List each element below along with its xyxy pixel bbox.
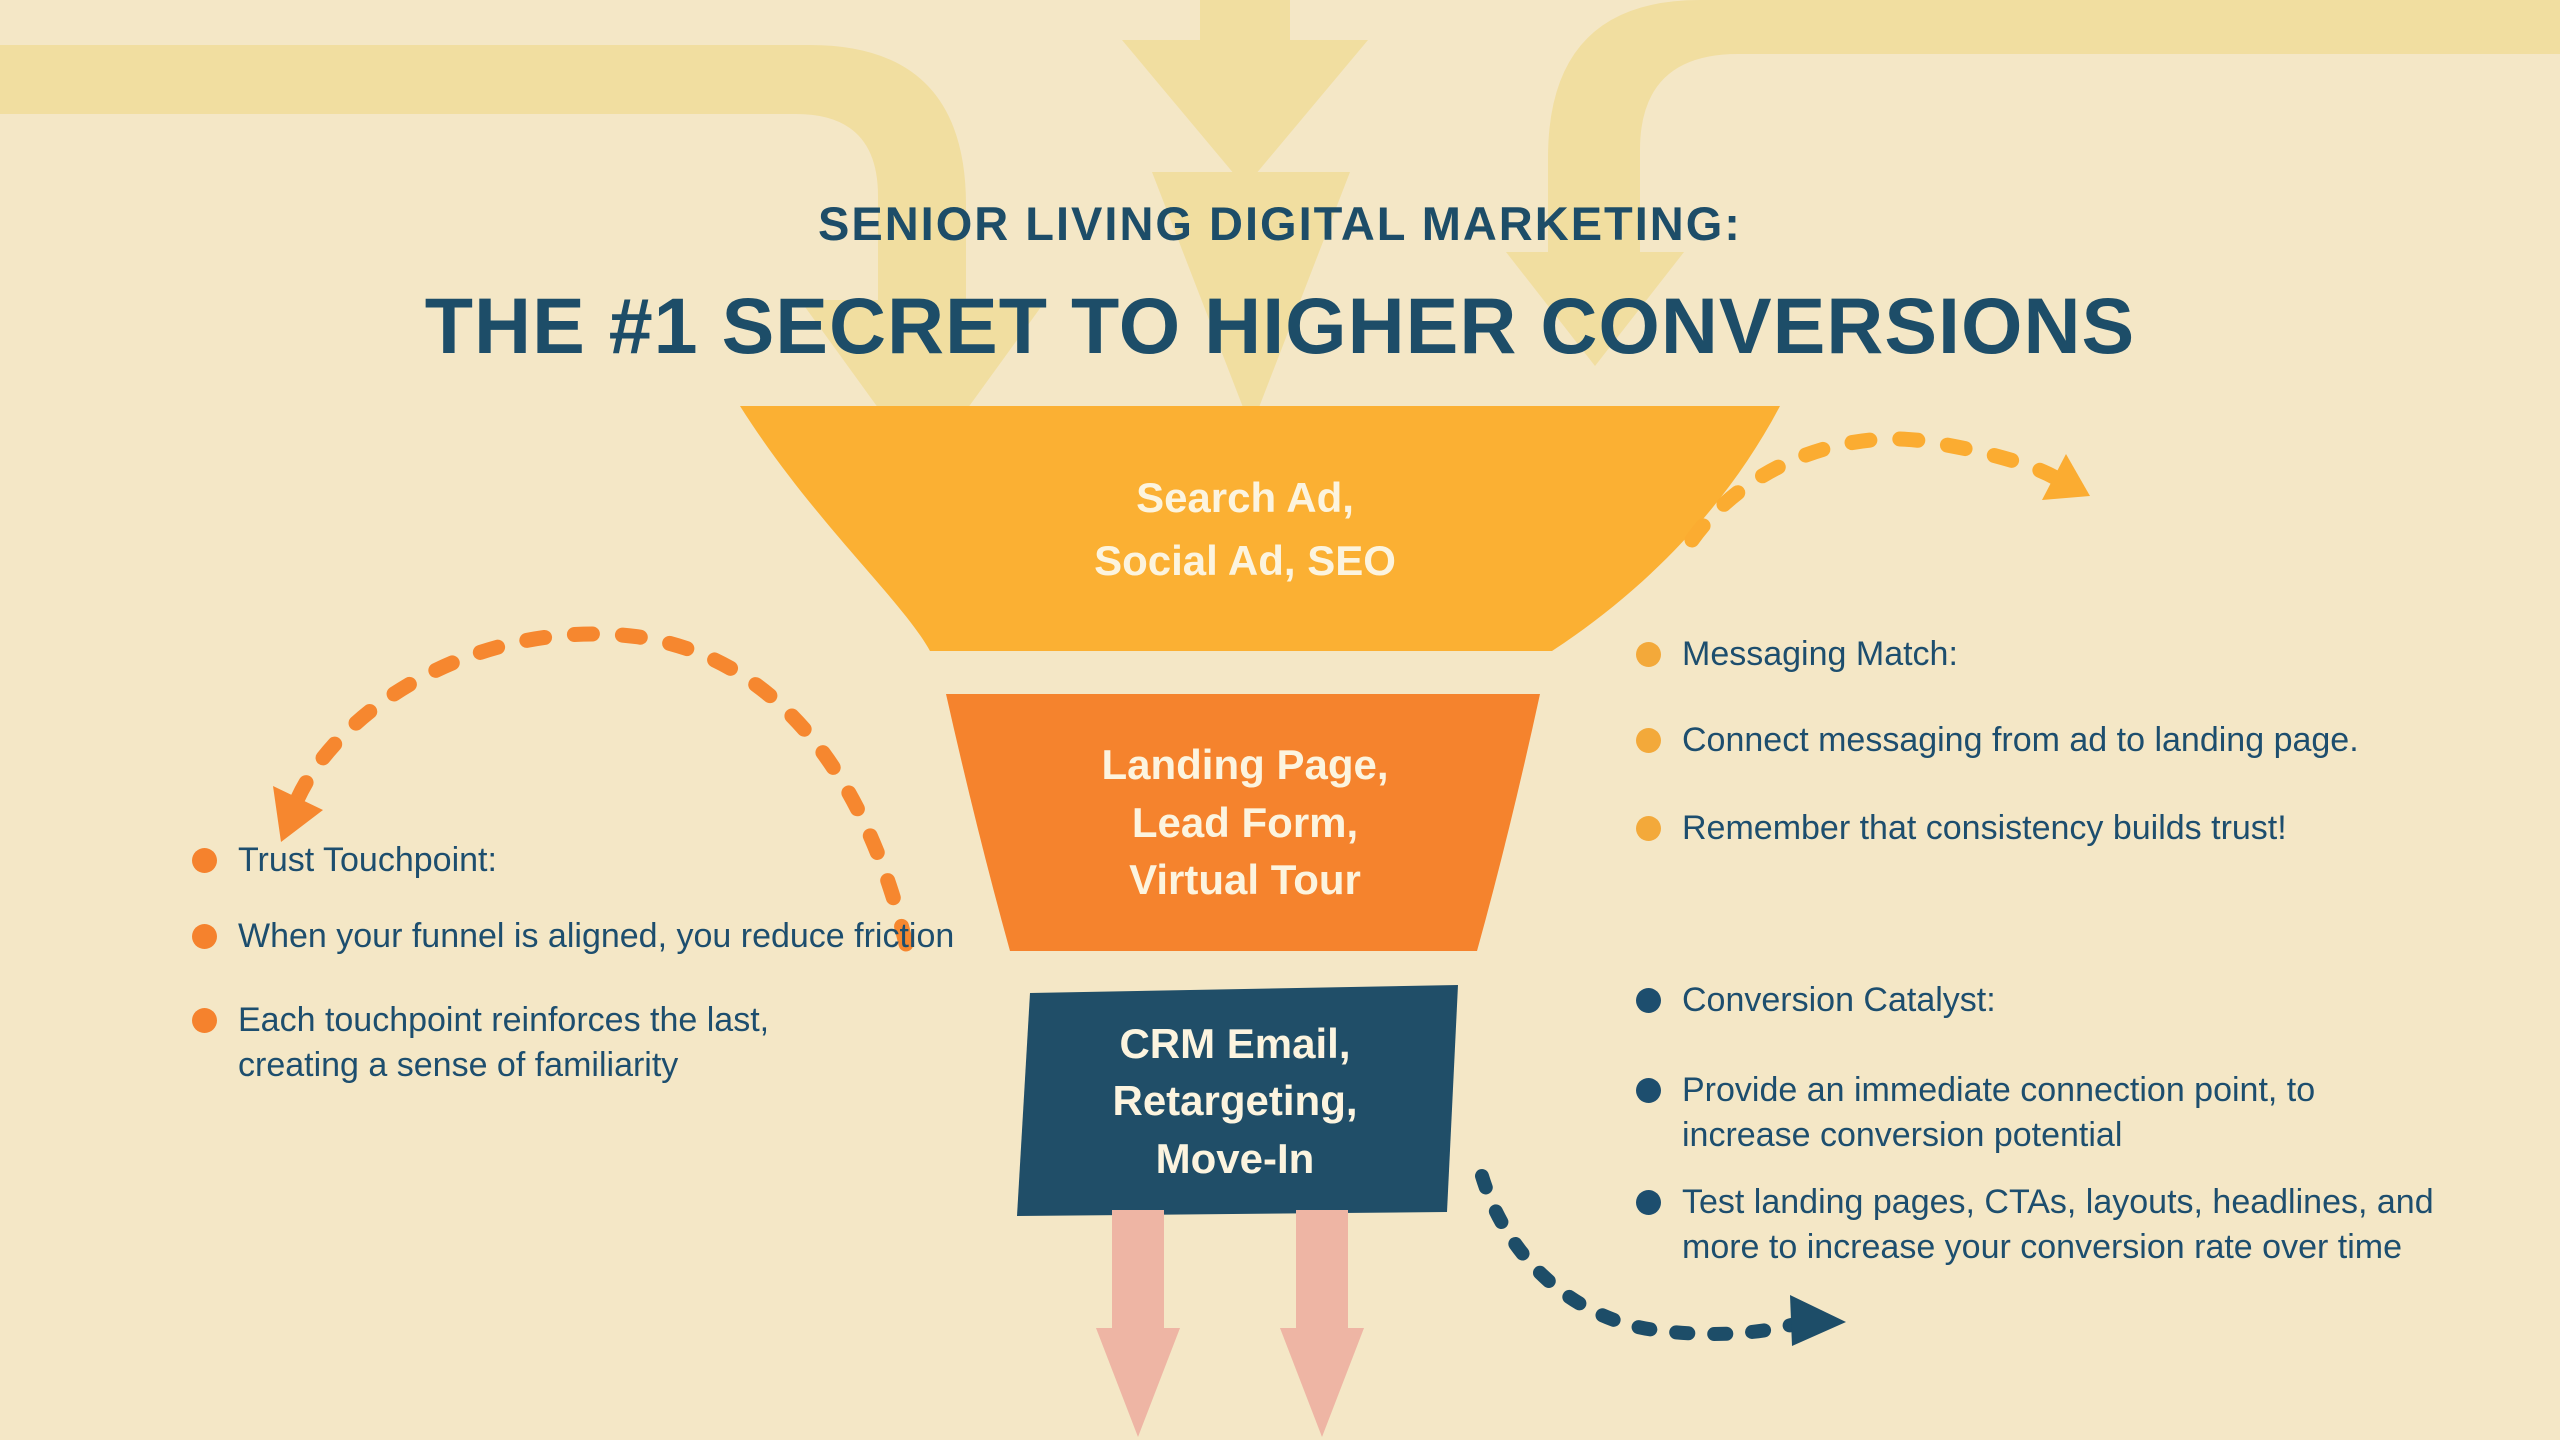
funnel-stage-2-label: Landing Page, Lead Form, Virtual Tour [1101,741,1389,904]
bullet-dot-icon [1636,1190,1661,1215]
bullet-dot-icon [192,924,217,949]
funnel-stage-1-shape [740,406,1780,651]
decor-right-elbow [1548,0,2560,252]
note-text: Provide an immediate connection point, t… [1682,1071,2316,1154]
list-item: Each touchpoint reinforces the last, cre… [192,998,769,1088]
decor-center-arrowhead-icon [1122,40,1368,187]
bullet-dot-icon [1636,1078,1661,1103]
list-item: Test landing pages, CTAs, layouts, headl… [1636,1180,2434,1270]
note-text: Test landing pages, CTAs, layouts, headl… [1682,1183,2434,1266]
funnel-stage-3-label: CRM Email, Retargeting, Move-In [1112,1019,1358,1182]
title-kicker: SENIOR LIVING DIGITAL MARKETING: [818,197,1742,250]
note-text: Each touchpoint reinforces the last, cre… [238,1001,770,1084]
funnel-stage-3-shape [1017,985,1458,1216]
list-item: Provide an immediate connection point, t… [1636,1068,2315,1158]
dotted-arc-right-top-arrowhead-icon [2042,454,2090,500]
output-arrow-right-head-icon [1280,1328,1364,1437]
list-item: Messaging Match: [1636,632,1958,677]
dotted-arc-left [290,626,914,952]
note-text: Conversion Catalyst: [1682,981,1996,1019]
decor-center-v-shape [1152,172,1350,428]
dotted-arc-bottom [1475,1169,1802,1341]
output-arrow-left-shaft [1112,1210,1164,1334]
funnel-stage-1-label: Search Ad, Social Ad, SEO [1094,473,1396,584]
bullet-dot-icon [1636,816,1661,841]
decor-left-arrowhead-icon [800,300,1046,470]
bullet-dot-icon [1636,642,1661,667]
output-arrow-right-shaft [1296,1210,1348,1334]
decor-right-arrowhead-icon [1506,252,1684,366]
funnel-stage-2-shape [946,694,1540,951]
list-item: Trust Touchpoint: [192,838,497,883]
list-item: Connect messaging from ad to landing pag… [1636,718,2359,763]
bullet-dot-icon [1636,988,1661,1013]
dotted-arc-bottom-arrowhead-icon [1790,1295,1846,1346]
bullet-dot-icon [192,1008,217,1033]
list-item: Conversion Catalyst: [1636,978,1996,1023]
list-item: When your funnel is aligned, you reduce … [192,914,954,959]
dotted-arc-right-top [1684,431,2062,548]
decor-left-elbow [0,45,966,302]
page-title: THE #1 SECRET TO HIGHER CONVERSIONS [424,281,2136,370]
note-text: Remember that consistency builds trust! [1682,809,2287,847]
bullet-dot-icon [1636,728,1661,753]
dotted-arc-left-arrowhead-icon [273,786,323,842]
note-text: Connect messaging from ad to landing pag… [1682,721,2359,759]
output-arrow-left-head-icon [1096,1328,1180,1437]
note-text: Messaging Match: [1682,635,1958,673]
decor-center-arrow-shaft [1200,0,1290,42]
bullet-dot-icon [192,848,217,873]
note-text: Trust Touchpoint: [238,841,497,879]
note-text: When your funnel is aligned, you reduce … [238,917,955,955]
list-item: Remember that consistency builds trust! [1636,806,2287,851]
